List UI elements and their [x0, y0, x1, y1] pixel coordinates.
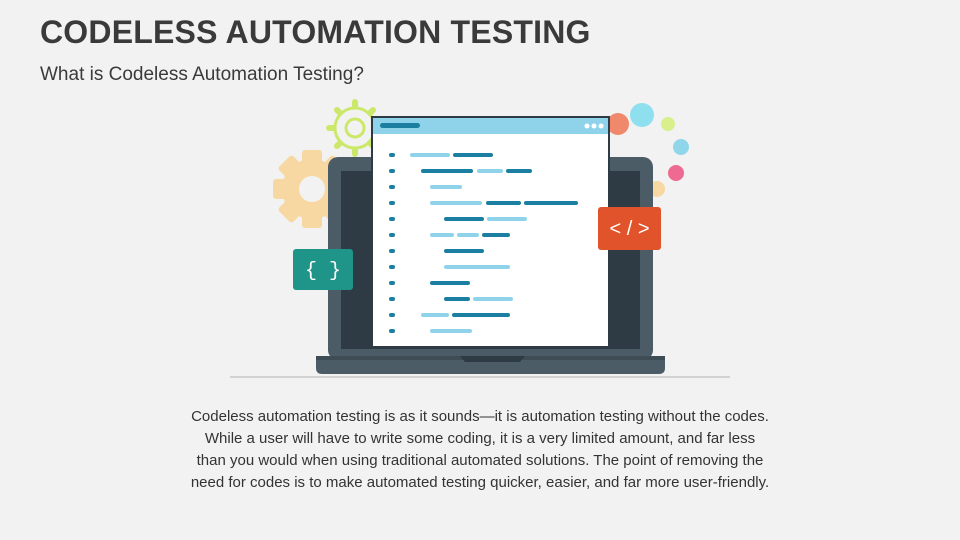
- codeless-testing-illustration: { } < / >: [230, 99, 730, 378]
- slide-title: CODELESS AUTOMATION TESTING: [40, 14, 591, 50]
- left-badge-text: { }: [305, 260, 341, 283]
- code-window-icon: [371, 116, 610, 348]
- slide-subtitle: What is Codeless Automation Testing?: [40, 64, 364, 85]
- code-tag-icon: < / >: [598, 207, 661, 250]
- curly-braces-icon: { }: [293, 249, 353, 290]
- description-paragraph: Codeless automation testing is as it sou…: [190, 408, 770, 491]
- right-badge-text: < / >: [609, 218, 649, 240]
- code-lines: [389, 153, 578, 333]
